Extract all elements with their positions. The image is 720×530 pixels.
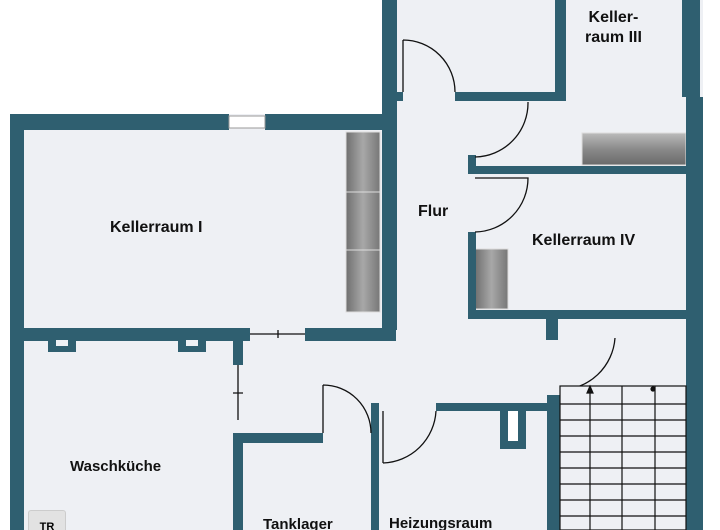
room-label-heizungsraum: Heizungsraum [389,515,493,530]
room-label-kellerraum-1: Kellerraum I [110,219,203,236]
furniture [345,131,687,313]
room-label-flur: Flur [418,203,449,220]
room-label-tanklager: Tanklager [263,516,333,530]
stairs [559,384,687,530]
room-label-kellerraum-3: Keller- raum III [585,8,642,48]
room-label-kellerraum-3-line2: raum III [585,29,642,46]
window [228,115,266,129]
tr-marker: TR [28,510,66,530]
shelf [345,131,381,313]
shelf [581,132,687,166]
room-label-kellerraum-4: Kellerraum IV [532,232,636,249]
room-label-kellerraum-3-line1: Keller- [588,9,639,26]
walls [10,0,703,530]
floors [10,0,703,530]
room-label-waschkueche: Waschküche [70,458,162,475]
shelf [474,248,509,310]
